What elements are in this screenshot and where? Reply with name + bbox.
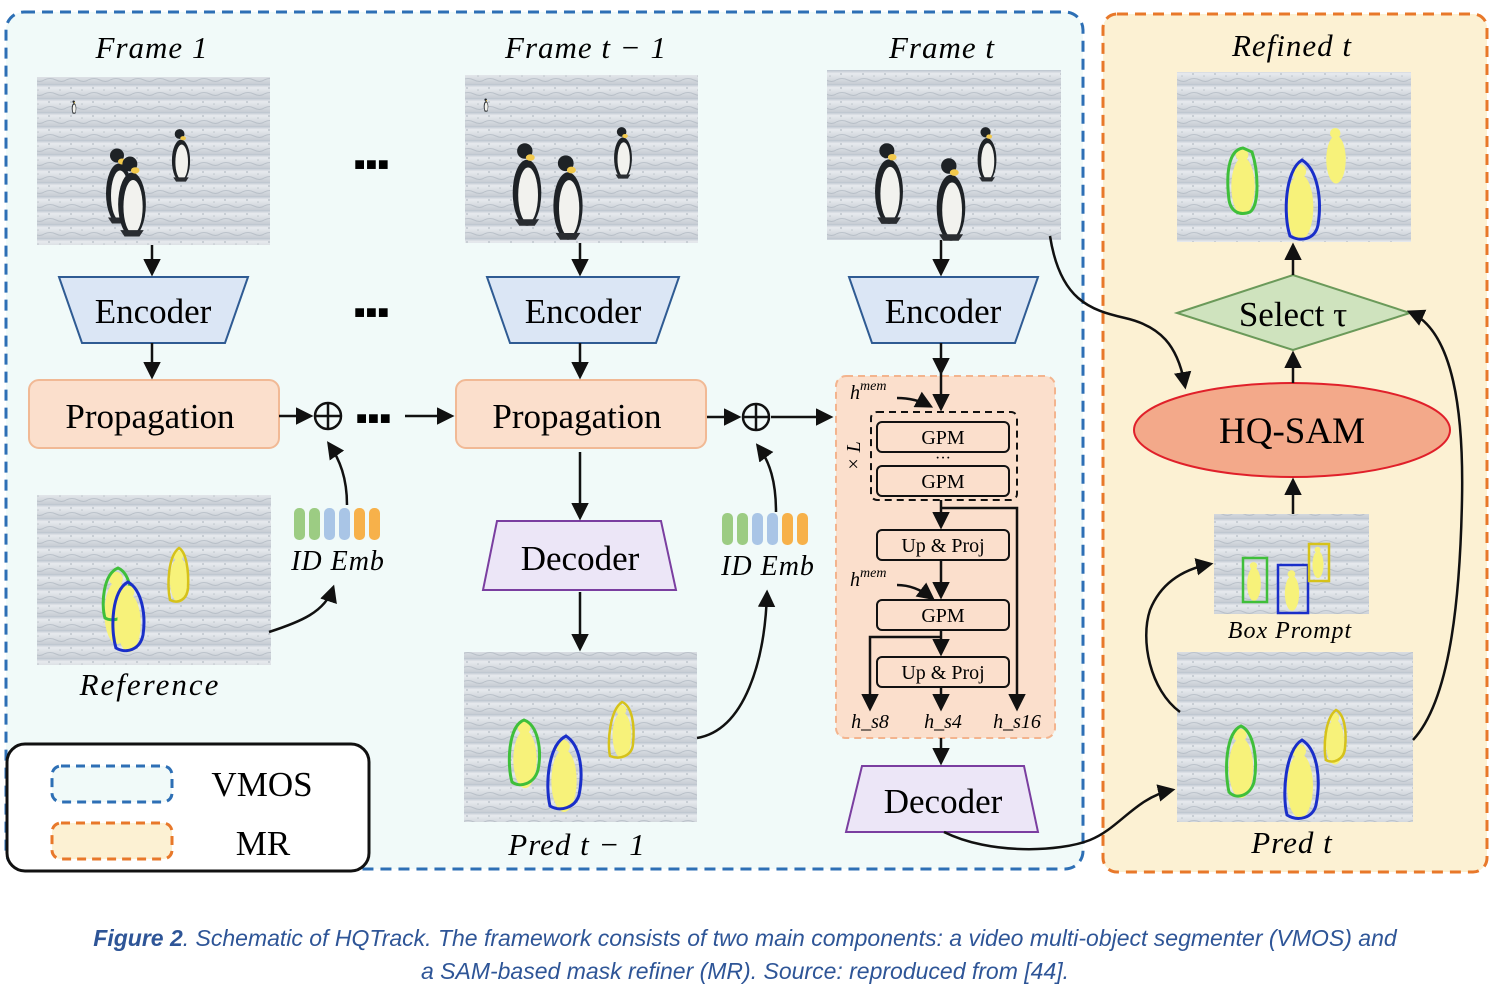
times-l-label: × L [843,441,865,471]
up-proj-box-2-label: Up & Proj [901,662,984,684]
pred-t-label: Pred t [1250,825,1333,860]
caption-text-line-2: a SAM-based mask refiner (MR). Source: r… [420,958,1070,984]
gpm-box-3-label: GPM [921,605,965,627]
output-h-s8: h_s8 [851,711,889,733]
id-emb-2: ID Emb [720,513,815,582]
refined-t-title: Refined t [1231,28,1352,63]
frame-t-image [827,70,1061,241]
gpm-repeat-group [870,411,1018,501]
ellipsis-top: ■■■ [354,154,390,174]
id-emb-2-label: ID Emb [720,551,815,582]
encoder-3: Encoder [847,276,1040,344]
reference-label: Reference [79,667,221,702]
gpm-dots: ··· [935,450,951,467]
legend-vmos-label: VMOS [211,765,312,804]
encoder-2-label: Encoder [525,292,642,331]
select-tau: Select τ [1173,273,1414,352]
decoder-2: Decoder [844,765,1040,833]
frame-t-minus-1-title: Frame t − 1 [504,30,667,65]
gpm-box-1 [876,421,1010,453]
svg-text:hmem: hmem [850,566,886,591]
up-proj-box-1-label: Up & Proj [901,535,984,557]
hq-sam: HQ-SAM [1133,382,1451,478]
caption-text: . Schematic of HQTrack. The framework co… [182,925,1397,951]
frame-t-minus-1-image [465,75,698,243]
id-emb-bars-2 [722,513,808,545]
propagation-1: Propagation [28,379,280,449]
decoder-1: Decoder [481,520,678,591]
hqtrack-diagram: Frame 1 Frame t − 1 Frame t Refined t [4,10,1489,874]
gpm-panel: hmem × L GPM ··· GPM Up & Proj hmem GPM … [835,373,1056,739]
legend-mr-label: MR [236,824,291,863]
gpm-box-1-label: GPM [921,427,965,449]
up-proj-box-1 [876,529,1010,561]
reference-image [37,495,271,665]
h-mem-label-2: h [850,569,860,591]
encoder-3-label: Encoder [885,292,1002,331]
pred-t-image [1177,652,1413,822]
hq-sam-label: HQ-SAM [1219,411,1365,452]
up-proj-box-2 [876,656,1010,688]
svg-text:hmem: hmem [850,379,886,404]
h-mem-sup-1: mem [860,379,886,394]
caption-label: Figure 2 [93,925,183,951]
ellipsis-encoder: ■■■ [354,302,390,322]
propagation-2: Propagation [455,379,707,449]
pred-t-minus-1-image [464,652,697,822]
h-mem-label-1: h [850,382,860,404]
ellipsis-propagation: ■■■ [356,408,392,428]
frame-1-image [37,77,270,245]
encoder-2: Encoder [485,276,681,344]
decoder-2-label: Decoder [884,782,1003,821]
id-emb-1: ID Emb [290,508,385,577]
propagation-1-label: Propagation [65,397,234,436]
gpm-box-2-label: GPM [921,471,965,493]
figure-caption: Figure 2. Schematic of HQTrack. The fram… [0,922,1490,988]
box-prompt-image [1214,514,1369,615]
pred-t-minus-1-label: Pred t − 1 [507,827,645,862]
id-emb-1-label: ID Emb [290,546,385,577]
output-h-s4: h_s4 [924,711,962,733]
refined-t-image [1177,72,1411,242]
h-mem-sup-2: mem [860,566,886,581]
gpm-box-3 [876,599,1010,631]
add-symbol-2 [741,402,771,432]
encoder-1: Encoder [57,276,250,344]
add-symbol-1 [313,401,343,431]
frame-1-title: Frame 1 [95,30,209,65]
output-h-s16: h_s16 [993,711,1041,733]
id-emb-bars-1 [294,508,380,540]
box-prompt-label: Box Prompt [1228,618,1353,644]
legend-mr-swatch [50,821,174,861]
frame-t-title: Frame t [888,30,995,65]
legend: VMOS MR [5,742,371,873]
select-tau-label: Select τ [1239,295,1347,334]
gpm-box-2 [876,465,1010,497]
encoder-1-label: Encoder [95,292,212,331]
legend-vmos-swatch [50,764,174,804]
decoder-1-label: Decoder [521,539,640,578]
propagation-2-label: Propagation [492,397,661,436]
